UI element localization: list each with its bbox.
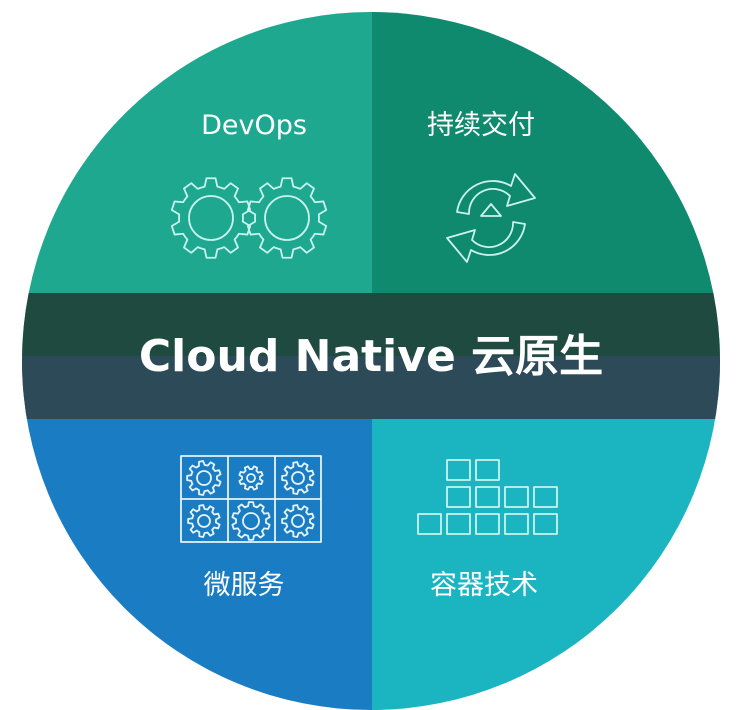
gear-shape [246,177,328,259]
gear-shape [231,501,271,541]
quadrant-label-microservices: 微服务 [204,570,285,601]
gear-shape [187,504,221,538]
center-title: Cloud Native 云原生 [139,331,603,382]
gear-shape [238,465,264,491]
center-band-bottom [22,356,720,419]
gear-shape [170,177,252,259]
gears-icon [170,177,328,259]
gear-shape [186,460,222,496]
quadrant-label-devops: DevOps [201,110,307,141]
gear-shape [281,504,315,538]
center-band-top [22,293,720,356]
gear-grid-icon [180,455,322,543]
container-blocks-icon [417,459,558,535]
gear-shape [281,461,315,495]
quadrant-label-container-tech: 容器技术 [430,570,538,601]
cycle-arrows-icon [446,173,536,263]
quadrant-label-continuous-delivery: 持续交付 [427,110,535,141]
